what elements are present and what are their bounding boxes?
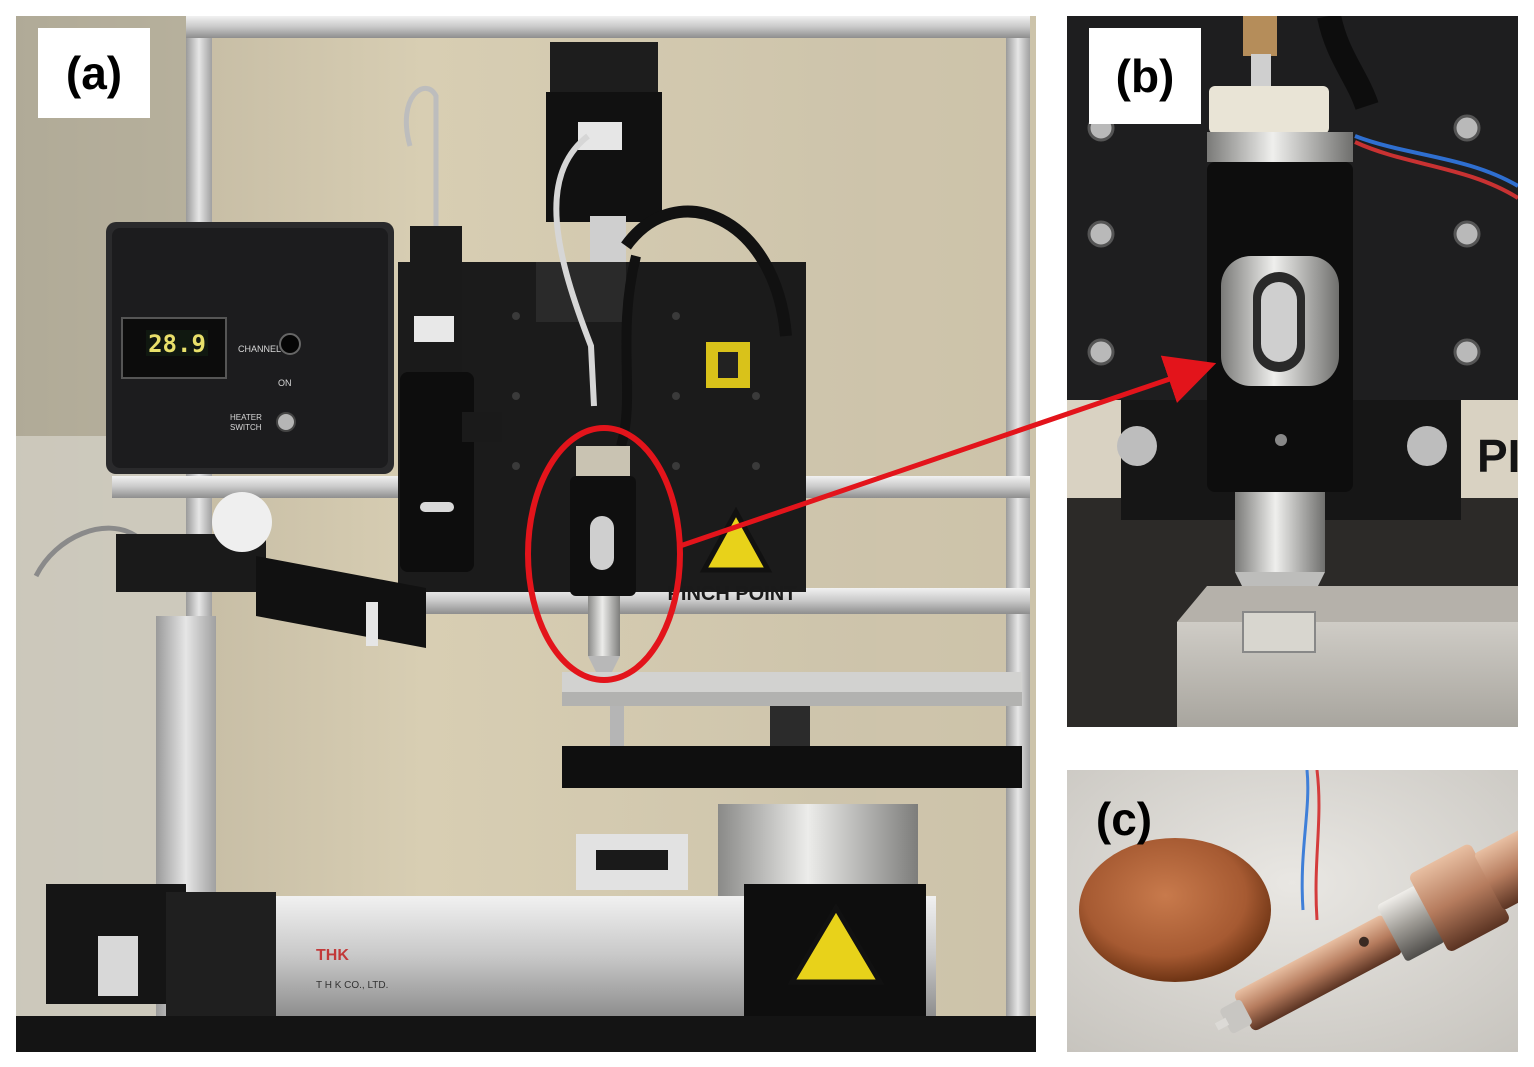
heater-label-2: SWITCH	[230, 423, 262, 432]
on-label: ON	[278, 378, 292, 388]
panel-b-label: (b)	[1089, 28, 1201, 124]
printhead-highlight-ellipse	[525, 425, 683, 683]
channel-knob	[279, 333, 301, 355]
panel-a-label: (a)	[38, 28, 150, 118]
photo-panel-c: (c)	[1067, 770, 1518, 1052]
panel-c-label: (c)	[1095, 793, 1153, 845]
pinch-point-label: PINCH POINT	[668, 583, 797, 605]
penny-coin	[1079, 838, 1271, 982]
partial-sign-text: PI	[1477, 430, 1518, 482]
nozzle-with-coin-photo	[1067, 770, 1518, 1052]
heater-label-1: HEATER	[230, 413, 262, 422]
printer-photo: 28.9 CHANNEL 1 ON HEATER SWITCH	[16, 16, 1036, 1052]
rail-brand: THK	[316, 947, 349, 964]
rail-maker: T H K CO., LTD.	[316, 980, 388, 991]
photo-panel-a: 28.9 CHANNEL 1 ON HEATER SWITCH	[16, 16, 1036, 1052]
temperature-readout: 28.9	[148, 330, 206, 358]
channel-label: CHANNEL 1	[238, 344, 288, 354]
photo-panel-b: PI (b)	[1067, 16, 1518, 727]
heater-switch	[276, 412, 296, 432]
